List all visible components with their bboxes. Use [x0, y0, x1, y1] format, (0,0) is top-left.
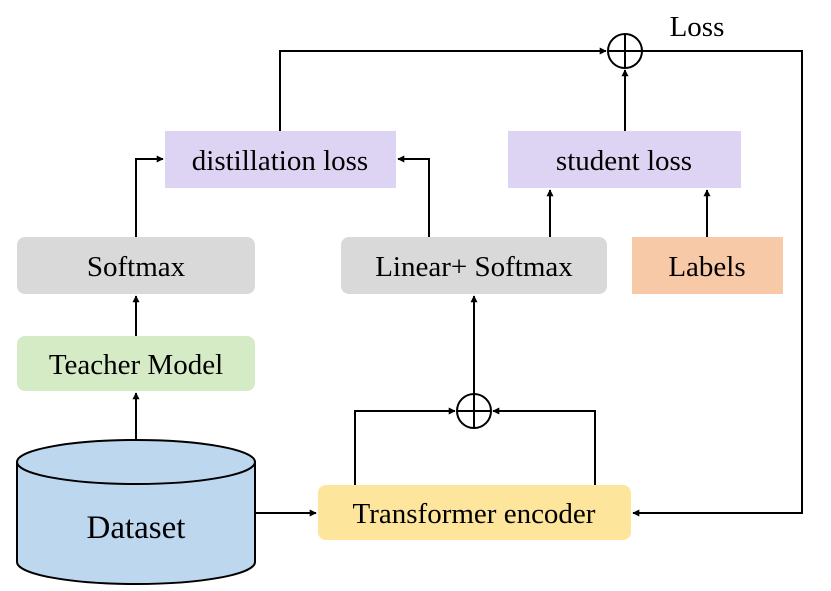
student-loss-label: student loss: [556, 145, 692, 177]
softmax-left-node: Softmax: [17, 237, 255, 294]
distillation-loss-box: [165, 131, 396, 188]
edge-loss-feedback: [632, 50, 803, 517]
transformer-encoder-node: Transformer encoder: [318, 485, 631, 540]
labels-box: [632, 237, 783, 294]
distillation-loss-node: distillation loss: [165, 131, 396, 188]
edge-distillation-to-sum: [279, 47, 607, 131]
labels-node: Labels: [632, 237, 783, 294]
softmax-left-label: Softmax: [87, 251, 186, 283]
transformer-encoder-box: [318, 485, 631, 540]
distillation-loss-label: distillation loss: [192, 145, 368, 177]
dataset-node: Dataset: [16, 439, 256, 585]
dataset-label: Dataset: [87, 510, 186, 546]
edge-softmax-to-distillation: [135, 155, 164, 237]
linear-softmax-label: Linear+ Softmax: [375, 251, 573, 283]
edge-encoder-right-to-sum: [492, 407, 596, 485]
encoder-sum-icon: [456, 393, 492, 429]
edge-encoder-left-to-sum: [354, 407, 456, 485]
student-loss-node: student loss: [508, 131, 741, 188]
teacher-model-node: Teacher Model: [17, 336, 255, 391]
teacher-model-box: [17, 336, 255, 391]
edge-linear-to-distillation: [397, 155, 430, 237]
softmax-left-box: [17, 237, 255, 294]
loss-label: Loss: [670, 11, 725, 43]
dataset-cylinder-top: [16, 439, 256, 485]
dataset-cylinder-body: [16, 461, 256, 585]
linear-softmax-node: Linear+ Softmax: [341, 237, 607, 294]
teacher-model-label: Teacher Model: [49, 349, 223, 381]
linear-softmax-box: [341, 237, 607, 294]
labels-label: Labels: [668, 251, 745, 283]
loss-sum-icon: [607, 33, 643, 69]
student-loss-box: [508, 131, 741, 188]
transformer-encoder-label: Transformer encoder: [353, 498, 596, 530]
